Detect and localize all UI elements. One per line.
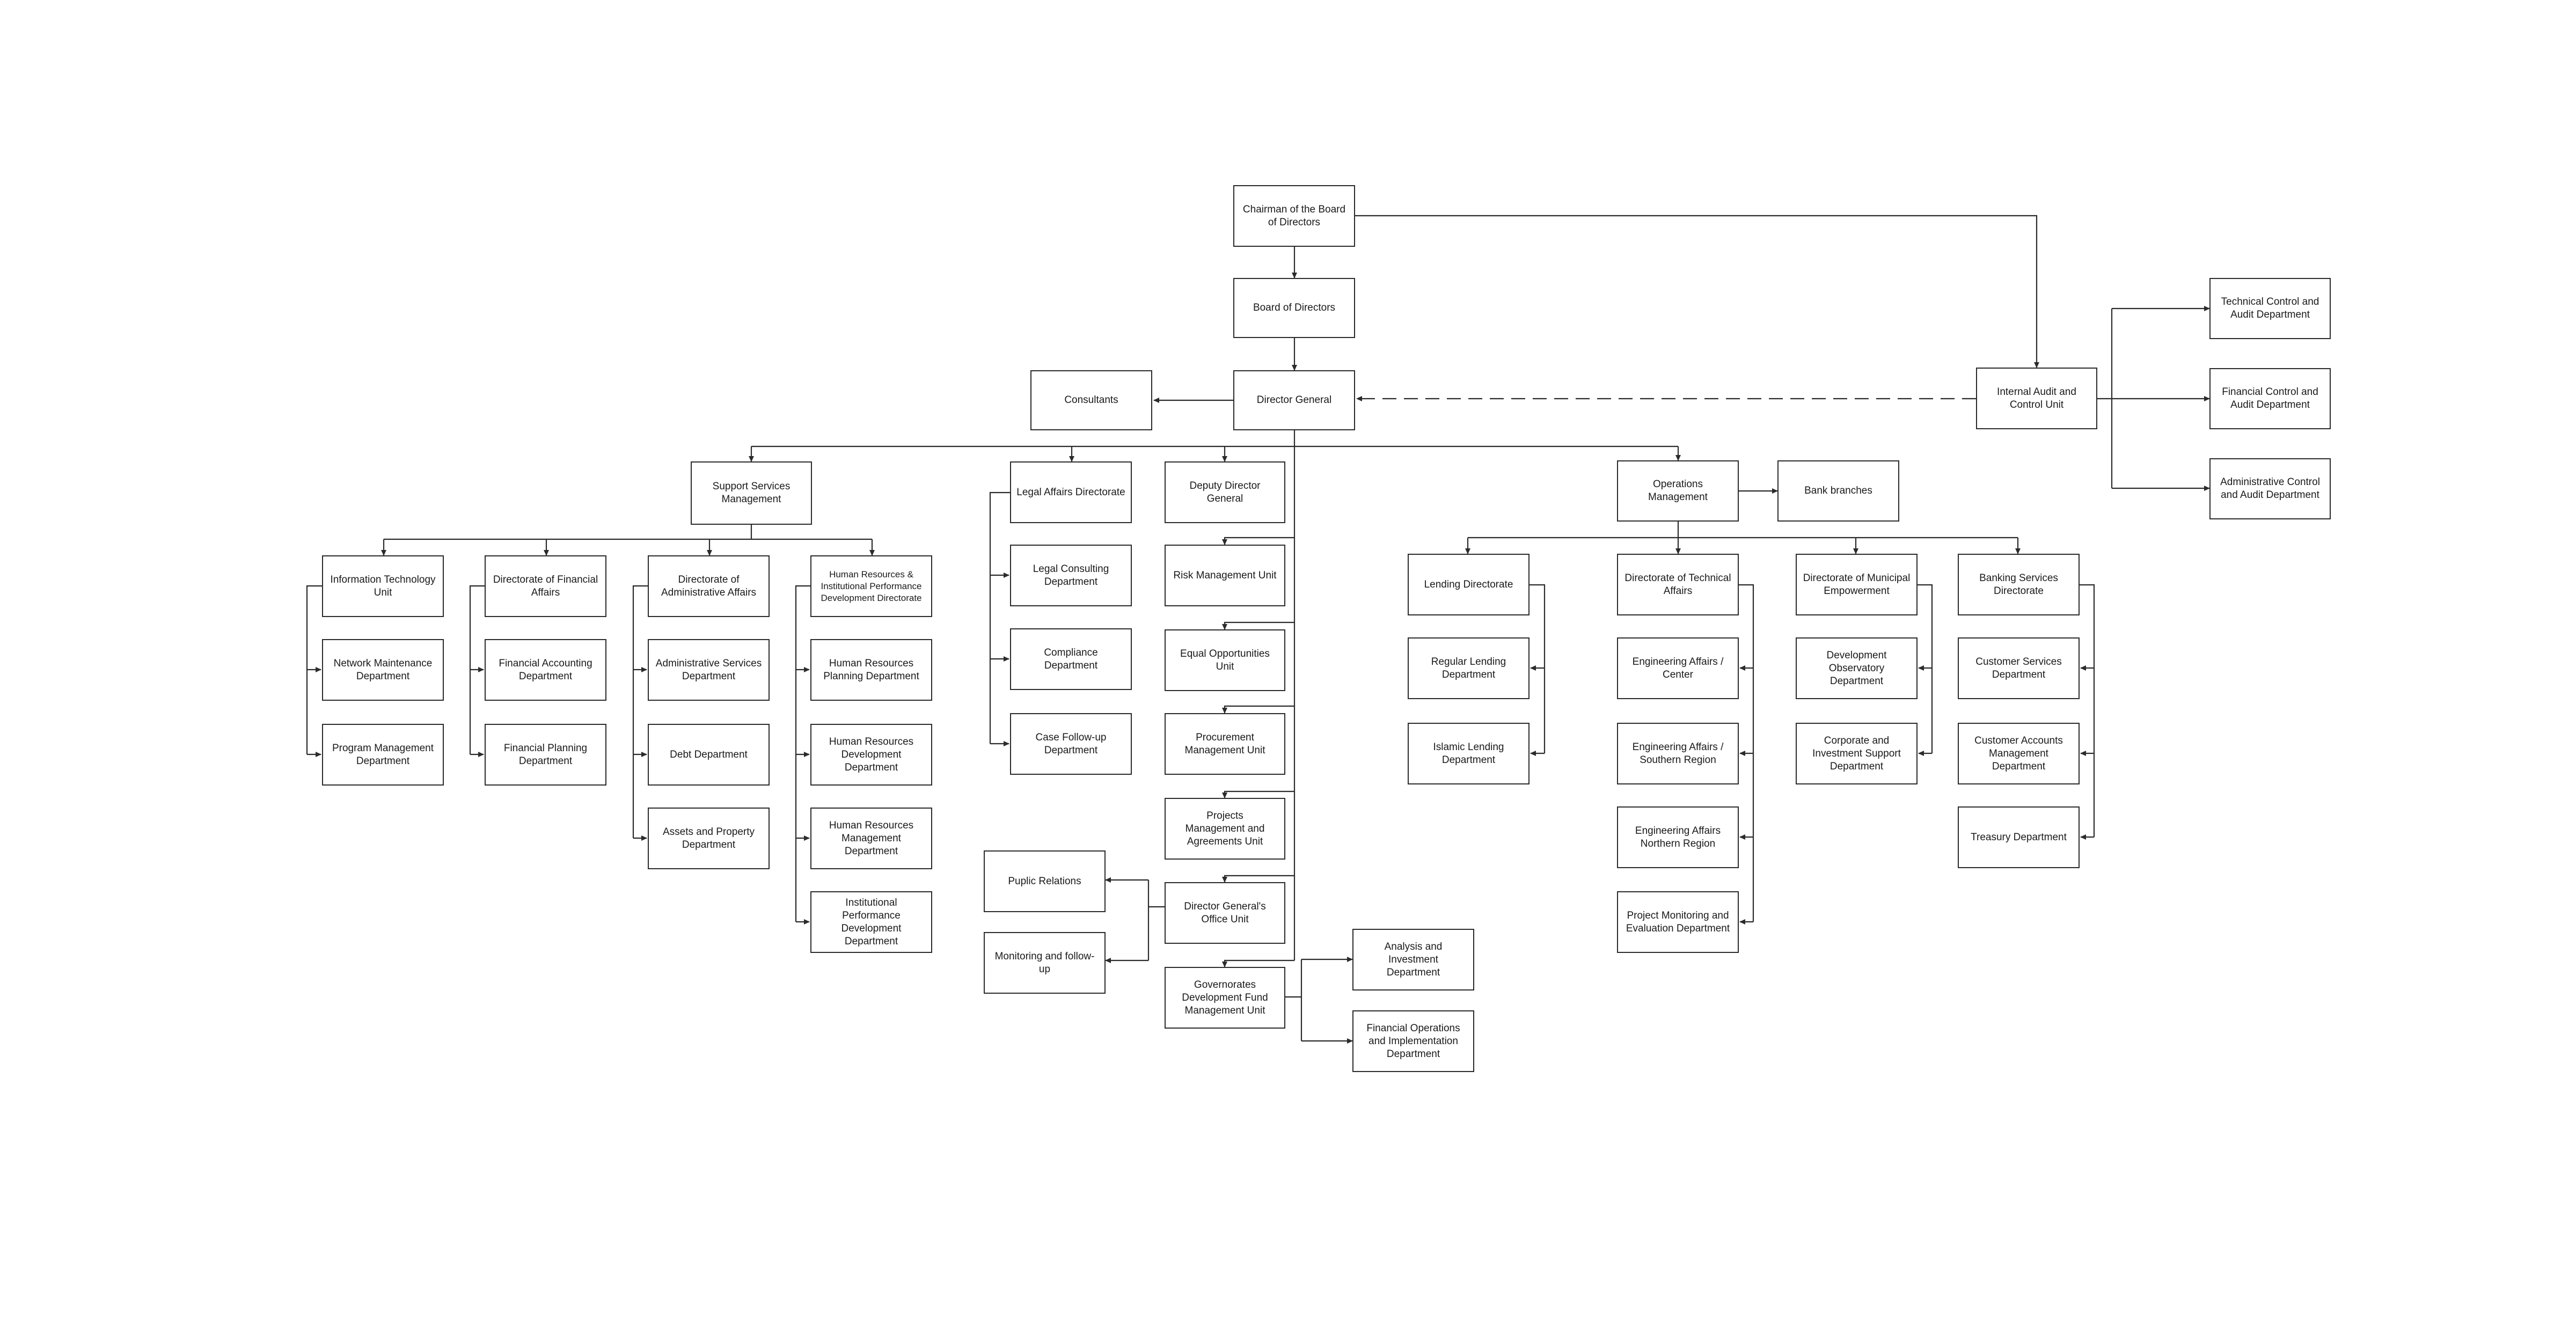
legal-consulting-box: Legal Consulting Department: [1010, 545, 1132, 606]
risk-management-box: Risk Management Unit: [1165, 545, 1285, 606]
support-services-box: Support Services Management: [691, 461, 812, 525]
hr-planning-box: Human Resources Planning Department: [810, 639, 932, 701]
financial-operations-box: Financial Operations and Implementation …: [1352, 1010, 1474, 1072]
line-to-governorates: [1222, 959, 1294, 967]
admin-affairs-box: Directorate of Administrative Affairs: [648, 555, 770, 617]
admin-services-box: Administrative Services Department: [648, 639, 770, 701]
hr-management-box: Human Resources Management Department: [810, 808, 932, 869]
admin-control-box: Administrative Control and Audit Departm…: [2209, 458, 2331, 519]
line-chairman-audit: [1355, 215, 2039, 368]
financial-planning-box: Financial Planning Department: [485, 724, 606, 786]
project-monitoring-box: Project Monitoring and Evaluation Depart…: [1617, 891, 1739, 953]
regular-lending-box: Regular Lending Department: [1408, 637, 1529, 699]
line-to-dgoffice: [1222, 875, 1294, 883]
case-followup-box: Case Follow-up Department: [1010, 713, 1132, 775]
legal-affairs-box: Legal Affairs Directorate: [1010, 461, 1132, 523]
lending-directorate-box: Lending Directorate: [1408, 554, 1529, 615]
compliance-box: Compliance Department: [1010, 628, 1132, 690]
engineering-center-box: Engineering Affairs / Center: [1617, 637, 1739, 699]
line-audit-children: [2097, 309, 2113, 488]
governorates-fund-box: Governorates Development Fund Management…: [1165, 967, 1285, 1029]
line-banking-children: [2080, 584, 2095, 837]
institutional-performance-box: Institutional Performance Development De…: [810, 891, 932, 953]
program-management-box: Program Management Department: [322, 724, 444, 786]
director-general-box: Director General: [1233, 370, 1355, 430]
line-gov-children: [1285, 959, 1302, 1041]
operations-box: Operations Management: [1617, 460, 1739, 522]
financial-affairs-box: Directorate of Financial Affairs: [485, 555, 606, 617]
analysis-investment-box: Analysis and Investment Department: [1352, 929, 1474, 991]
projects-management-box: Projects Management and Agreements Unit: [1165, 798, 1285, 860]
consultants-box: Consultants: [1030, 370, 1152, 430]
line-to-procurement: [1222, 705, 1294, 714]
line-admin-children: [632, 585, 648, 838]
line-hr-children: [795, 585, 810, 922]
development-observatory-box: Development Observatory Department: [1796, 637, 1918, 699]
line-to-projects: [1222, 790, 1294, 798]
municipal-empowerment-box: Directorate of Municipal Empowerment: [1796, 554, 1918, 615]
line-dgoffice-children: [1147, 880, 1165, 960]
line-support-bus: [384, 525, 872, 540]
line-ops-bus: [1468, 522, 2018, 539]
hr-directorate-box: Human Resources & Institutional Performa…: [810, 555, 932, 617]
bank-branches-box: Bank branches: [1777, 460, 1899, 522]
equal-opportunities-box: Equal Opportunities Unit: [1165, 629, 1285, 691]
chairman-box: Chairman of the Board of Directors: [1233, 185, 1355, 247]
engineering-southern-box: Engineering Affairs / Southern Region: [1617, 723, 1739, 784]
monitoring-box: Monitoring and follow- up: [984, 932, 1106, 994]
deputy-dg-box: Deputy Director General: [1165, 461, 1285, 523]
line-to-risk: [1222, 537, 1294, 545]
network-maintenance-box: Network Maintenance Department: [322, 639, 444, 701]
corporate-investment-box: Corporate and Investment Support Departm…: [1796, 723, 1918, 784]
it-unit-box: Information Technology Unit: [322, 555, 444, 617]
engineering-northern-box: Engineering Affairs Northern Region: [1617, 806, 1739, 868]
technical-affairs-box: Directorate of Technical Affairs: [1617, 554, 1739, 615]
customer-accounts-box: Customer Accounts Management Department: [1958, 723, 2080, 784]
line-legal-children: [989, 491, 1010, 744]
hr-development-box: Human Resources Development Department: [810, 724, 932, 786]
dg-office-box: Director General's Office Unit: [1165, 882, 1285, 944]
customer-services-box: Customer Services Department: [1958, 637, 2080, 699]
line-it-children: [306, 585, 322, 754]
debt-box: Debt Department: [648, 724, 770, 786]
financial-control-box: Financial Control and Audit Department: [2209, 368, 2331, 429]
internal-audit-box: Internal Audit and Control Unit: [1976, 368, 2097, 429]
islamic-lending-box: Islamic Lending Department: [1408, 723, 1529, 784]
line-fin-children: [469, 585, 485, 754]
assets-property-box: Assets and Property Department: [648, 808, 770, 869]
line-to-equal: [1222, 621, 1294, 630]
public-relations-box: Puplic Relations: [984, 850, 1106, 912]
technical-control-box: Technical Control and Audit Department: [2209, 278, 2331, 339]
line-lending-children: [1529, 584, 1546, 753]
treasury-box: Treasury Department: [1958, 806, 2080, 868]
financial-accounting-box: Financial Accounting Department: [485, 639, 606, 701]
banking-services-box: Banking Services Directorate: [1958, 554, 2080, 615]
line-municipal-children: [1918, 584, 1933, 753]
procurement-box: Procurement Management Unit: [1165, 713, 1285, 775]
board-box: Board of Directors: [1233, 278, 1355, 338]
line-tech-children: [1739, 584, 1754, 922]
